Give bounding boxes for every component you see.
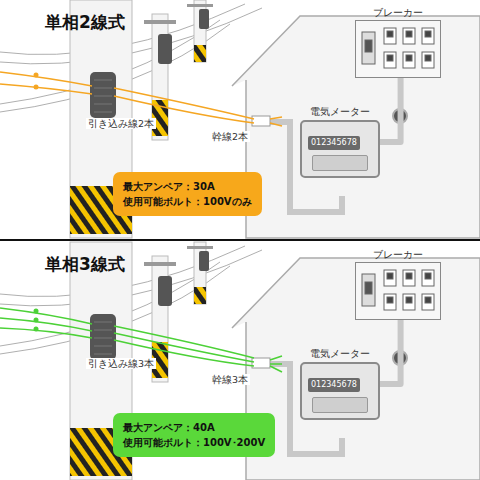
wire-label: 幹線3本: [210, 374, 250, 385]
panel-title: 単相3線式: [45, 254, 125, 274]
service-drop-3: [0, 308, 282, 372]
meter-label: 電気メーター: [300, 348, 380, 359]
breaker-panel: ブレーカー: [355, 7, 441, 78]
panel-title: 単相2線式: [45, 12, 125, 32]
meter-terminal: [312, 397, 368, 413]
wire-label: 幹線2本: [210, 131, 250, 142]
breaker-panel: ブレーカー: [355, 249, 441, 320]
wire: [270, 117, 282, 126]
top-scene: [0, 0, 480, 238]
meter-body: 012345678: [300, 120, 380, 178]
wire: [114, 88, 254, 119]
wire-ends: [34, 73, 39, 90]
spec-box: 最大アンペア：40A使用可能ボルト：100V･200V: [113, 413, 275, 457]
meter-body: 012345678: [300, 362, 380, 420]
breaker-label: ブレーカー: [355, 7, 441, 20]
meter-terminal: [312, 155, 368, 171]
conduit-connector: [380, 78, 401, 142]
breaker-box: [355, 20, 441, 78]
wire-label: 引き込み線2本: [86, 118, 156, 129]
wire: [0, 308, 92, 324]
meter-reading: 012345678: [308, 136, 360, 150]
wire-ends: [34, 309, 39, 332]
breaker-label: ブレーカー: [355, 249, 441, 262]
wire: [0, 72, 92, 86]
spec-box: 最大アンペア：30A使用可能ボルト：100Vのみ: [113, 172, 262, 216]
meter-label: 電気メーター: [300, 106, 380, 117]
bottom-scene: [0, 242, 480, 480]
breaker-box: [355, 262, 441, 320]
spec-line: 使用可能ボルト：100V･200V: [123, 435, 265, 450]
meter-reading: 012345678: [308, 378, 360, 392]
wire: [114, 326, 254, 358]
electric-meter: 電気メーター 012345678: [300, 348, 380, 420]
electric-meter: 電気メーター 012345678: [300, 106, 380, 178]
conduit-connector: [380, 320, 401, 384]
wire: [270, 356, 282, 372]
wire: [0, 84, 92, 94]
wire: [0, 328, 92, 338]
spec-line: 使用可能ボルト：100Vのみ: [123, 194, 252, 209]
spec-line: 最大アンペア：30A: [123, 179, 252, 194]
divider: [0, 239, 480, 241]
wire-label: 引き込み線3本: [86, 358, 156, 369]
spec-line: 最大アンペア：40A: [123, 420, 265, 435]
